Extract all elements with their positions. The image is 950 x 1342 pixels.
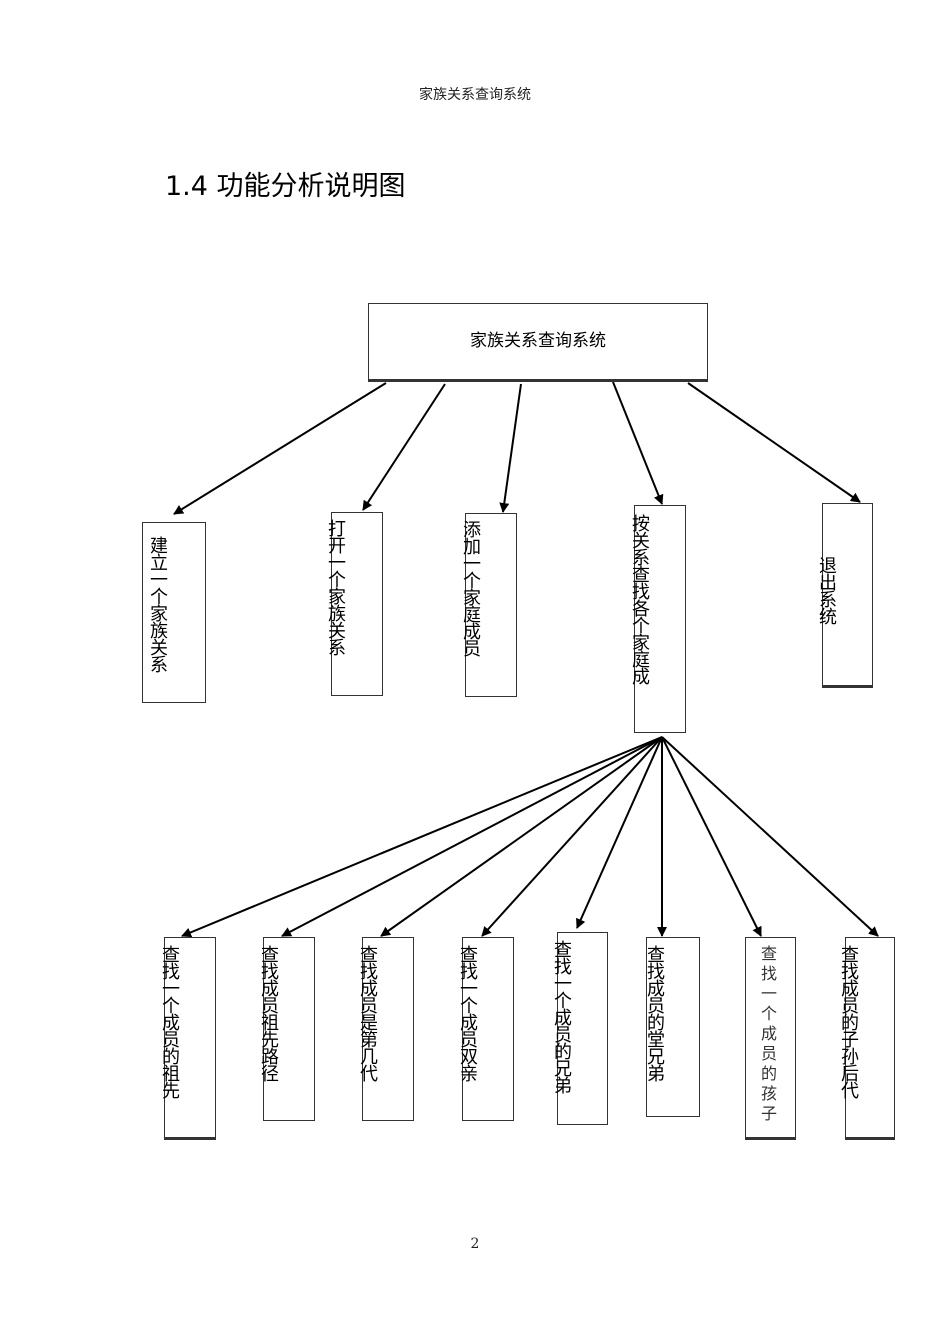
- node-find-ancestor-label: 查找一个成员的祖先: [159, 945, 180, 1098]
- arrow-root-to-build: [173, 382, 387, 515]
- arrow-query-to-ancestor: [181, 736, 663, 938]
- node-find-siblings-label: 查找一个成员的兄弟: [551, 940, 572, 1093]
- arrow-query-to-generation: [380, 736, 663, 937]
- node-find-descendants-label: 查找成员的子孙后代: [838, 945, 859, 1098]
- arrow-root-to-open: [362, 383, 446, 511]
- node-find-generation: [362, 937, 414, 1121]
- node-build-family-label: 建立一个家族关系: [147, 536, 168, 672]
- node-find-children-label: 查找一个成员的孩子: [758, 945, 777, 1125]
- arrow-query-to-siblings: [576, 736, 663, 929]
- arrow-root-to-query: [612, 381, 664, 505]
- node-find-cousins: [646, 937, 700, 1117]
- node-find-cousins-label: 查找成员的堂兄弟: [644, 945, 665, 1081]
- node-find-children: [745, 937, 796, 1140]
- arrow-query-to-descendants: [661, 736, 879, 937]
- root-node: 家族关系查询系统: [368, 303, 708, 382]
- page-number: 2: [470, 1236, 480, 1252]
- node-add-member-label: 添加一个家庭成员: [460, 520, 481, 656]
- arrow-query-to-children: [661, 736, 762, 937]
- node-find-generation-label: 查找成员是第几代: [357, 945, 378, 1081]
- node-add-member: [465, 513, 517, 697]
- node-query-by-relation-label: 按关系查找各个家庭成: [629, 514, 650, 684]
- node-find-siblings: [557, 932, 608, 1125]
- node-exit-system-label: 退出系统: [816, 556, 837, 624]
- arrow-query-to-parents: [481, 736, 663, 937]
- node-find-parents: [462, 937, 514, 1121]
- node-query-by-relation: [634, 505, 686, 733]
- node-open-family: [331, 512, 383, 696]
- arrow-root-to-add: [499, 383, 522, 513]
- node-find-descendants: [845, 937, 895, 1140]
- node-build-family: [142, 522, 206, 703]
- node-find-ancestor: [164, 937, 216, 1140]
- node-find-parents-label: 查找一个成员双亲: [457, 945, 478, 1081]
- page-header: 家族关系查询系统: [419, 87, 531, 103]
- arrow-root-to-exit: [687, 382, 861, 503]
- node-find-ancestor-path-label: 查找成员祖先路径: [258, 945, 279, 1081]
- section-title: 1.4 功能分析说明图: [165, 171, 406, 202]
- arrow-query-to-ancestor-path: [281, 736, 663, 937]
- node-open-family-label: 打开一个家族关系: [325, 519, 346, 655]
- node-exit-system: [822, 503, 873, 688]
- root-node-label: 家族关系查询系统: [470, 331, 606, 351]
- node-find-ancestor-path: [263, 937, 315, 1121]
